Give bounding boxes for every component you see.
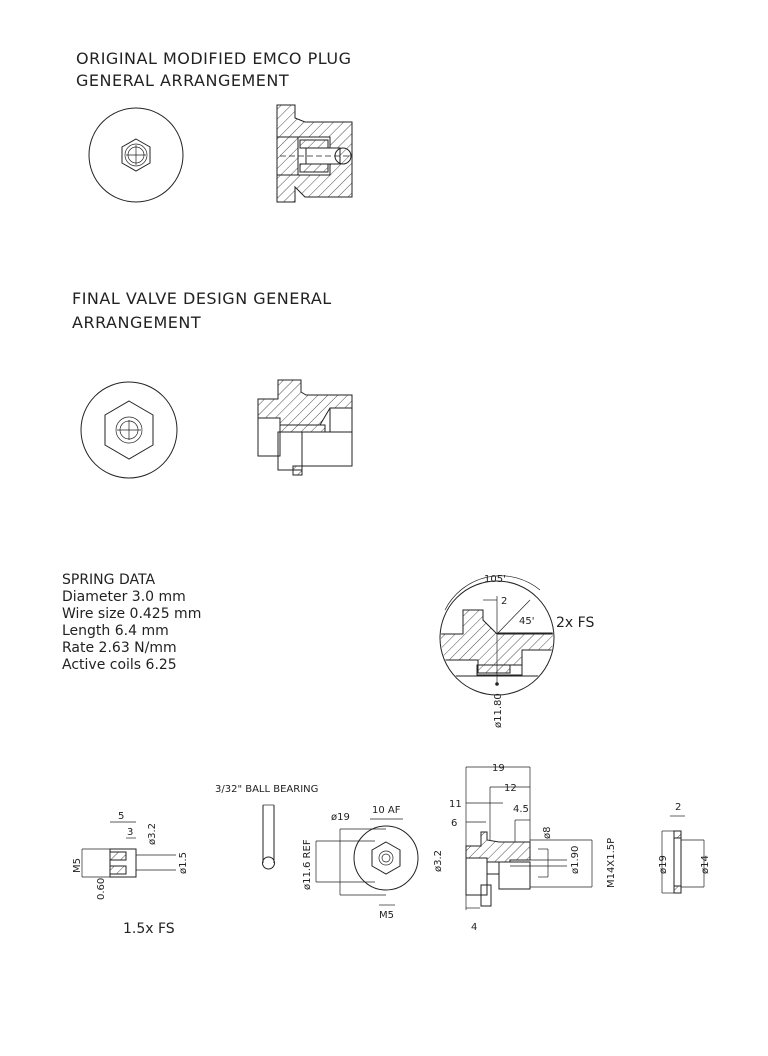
body-end-m5: M5 <box>379 910 394 921</box>
body-end-view: ø19 10 AF ø11.6 REF ø3.2 M5 <box>302 805 444 921</box>
seat-dim-m5: M5 <box>72 858 83 873</box>
detail-angle-105: 105' <box>484 574 506 585</box>
body-dim-4-5: 4.5 <box>513 804 529 815</box>
body-section-view: 19 12 11 4.5 6 ø8 ø1.90 M14X1.5P 4 <box>449 763 617 933</box>
washer: 2 ø19 ø14 <box>658 802 711 894</box>
spring-data-line: Wire size 0.425 mm <box>62 606 201 622</box>
seat-detail-view: 105' 2 45' ø11.80 2x FS <box>439 574 594 728</box>
body-dim-12: 12 <box>504 783 517 794</box>
body-end-ref: ø11.6 REF <box>302 839 313 890</box>
ball-bearing-label: 3/32" BALL BEARING <box>215 784 318 795</box>
final-section-view <box>257 379 353 476</box>
body-dim-19: 19 <box>492 763 505 774</box>
spring-data-heading: SPRING DATA <box>62 572 155 588</box>
body-dim-thread: M14X1.5P <box>606 838 617 888</box>
washer-id: ø14 <box>700 855 711 874</box>
seat-dim-d15: ø1.5 <box>178 852 189 874</box>
ball-bearing: 3/32" BALL BEARING <box>215 784 318 870</box>
seat-scale: 1.5x FS <box>123 921 175 937</box>
detail-angle-45: 45' <box>519 616 534 627</box>
body-end-af: 10 AF <box>372 805 401 816</box>
seat-dim-d32: ø3.2 <box>147 823 158 845</box>
body-dim-4: 4 <box>471 922 477 933</box>
washer-od: ø19 <box>658 855 669 874</box>
seat-dim-5: 5 <box>118 811 124 822</box>
body-dim-d8: ø8 <box>542 827 553 839</box>
original-title-line2: GENERAL ARRANGEMENT <box>76 71 289 90</box>
spring-data-line: Rate 2.63 N/mm <box>62 640 177 656</box>
body-end-d19: ø19 <box>331 812 350 823</box>
original-title-line1: ORIGINAL MODIFIED EMCO PLUG <box>76 49 351 68</box>
final-end-view <box>80 381 178 479</box>
original-end-view <box>88 107 184 203</box>
spring-data-line: Length 6.4 mm <box>62 623 169 639</box>
spring-data-line: Active coils 6.25 <box>62 657 177 673</box>
spring-data-line: Diameter 3.0 mm <box>62 589 186 605</box>
body-end-d32: ø3.2 <box>433 850 444 872</box>
detail-offset-2: 2 <box>501 596 507 607</box>
final-title-line1: FINAL VALVE DESIGN GENERAL <box>72 289 332 308</box>
detail-diameter: ø11.80 <box>493 693 504 728</box>
original-section-view <box>276 104 353 203</box>
spring-data: SPRING DATA Diameter 3.0 mm Wire size 0.… <box>62 572 201 673</box>
body-dim-6: 6 <box>451 818 457 829</box>
seat-dim-060: 0.60 <box>96 878 107 900</box>
body-dim-11: 11 <box>449 799 462 810</box>
seat-part: 5 3 M5 ø3.2 ø1.5 0.60 1.5x FS <box>72 811 189 937</box>
body-dim-d190: ø1.90 <box>570 846 581 874</box>
detail-scale: 2x FS <box>556 615 594 631</box>
final-title-line2: ARRANGEMENT <box>72 313 201 332</box>
washer-thickness: 2 <box>675 802 681 813</box>
seat-dim-3: 3 <box>127 827 133 838</box>
